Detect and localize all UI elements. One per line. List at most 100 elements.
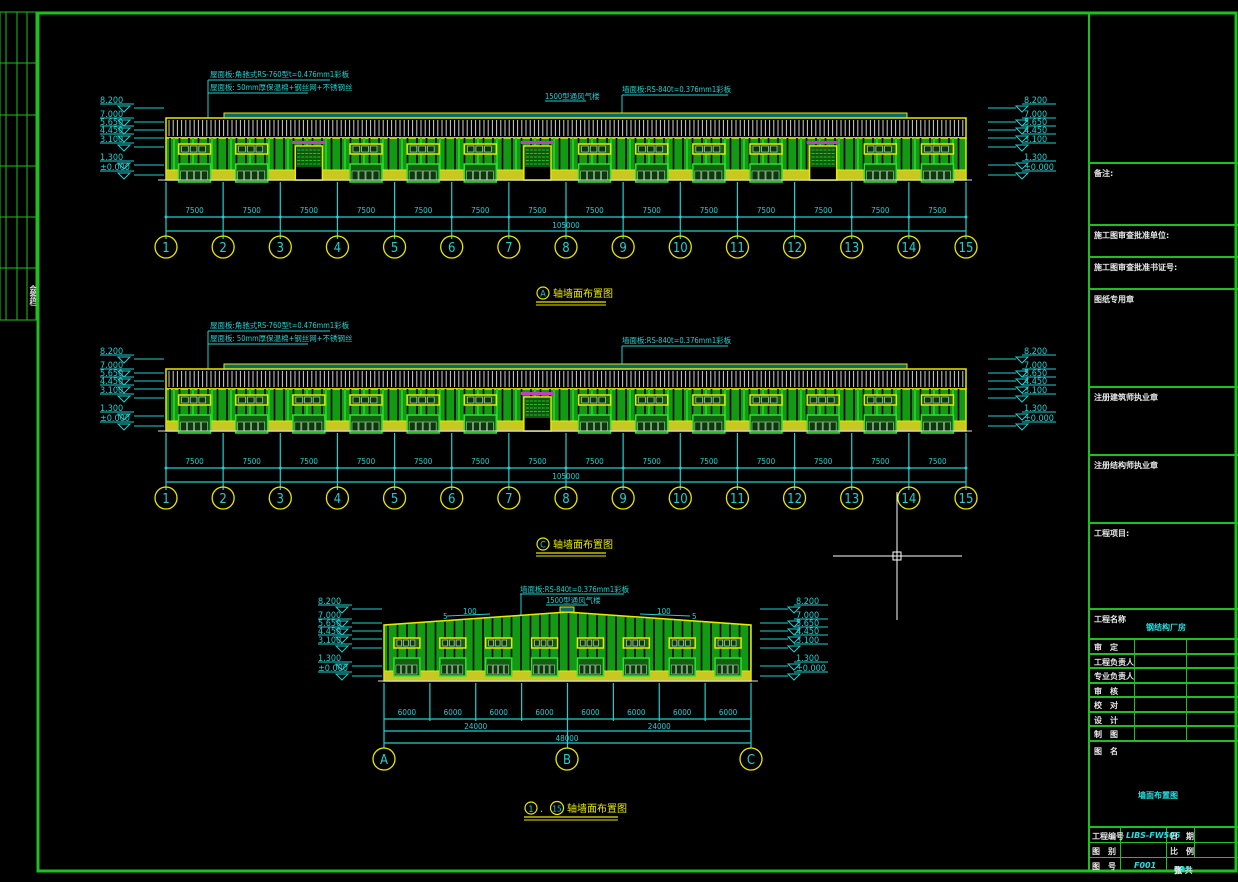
project-no-label: 工程编号	[1092, 832, 1124, 841]
level-triangle	[1014, 162, 1030, 170]
window-pane	[694, 170, 702, 181]
window-pane	[258, 421, 265, 432]
window-pane	[809, 396, 818, 404]
window-pane	[808, 421, 816, 432]
window-pane	[406, 664, 412, 675]
axis-label: 1	[162, 492, 169, 507]
insulation-note: 屋面板: 50mm厚保温棉+钢丝网+不锈钢丝	[210, 82, 353, 92]
window-pane	[447, 664, 453, 675]
window-pane	[244, 421, 251, 432]
drawing-no-value: F001	[1134, 861, 1157, 870]
window-pane	[887, 421, 894, 432]
spacing-label: 7500	[871, 457, 890, 466]
window-pane	[601, 170, 608, 181]
spacing-label: 6000	[627, 708, 646, 717]
window-pane	[694, 421, 702, 432]
axis-label: 12	[787, 492, 802, 507]
sheet-total-label: 张 共	[1174, 866, 1193, 875]
window-pane	[180, 170, 187, 181]
window-pane	[639, 639, 645, 647]
level-triangle	[786, 645, 802, 653]
window-pane	[941, 145, 949, 153]
drawing-no-label: 图 号	[1092, 862, 1116, 871]
window-pane	[255, 145, 264, 153]
level-triangle	[1014, 413, 1030, 421]
level-label: ±0.000	[1024, 414, 1054, 424]
window-pane	[827, 396, 835, 404]
axis-bubble	[497, 486, 521, 510]
role-label: 审 定	[1094, 643, 1118, 652]
spacing-label: 7500	[757, 206, 776, 215]
window-pane	[415, 421, 423, 432]
window-pane	[247, 396, 255, 404]
title-axis-bubble	[549, 800, 565, 816]
window-pane	[301, 421, 309, 432]
window-pane	[930, 421, 937, 432]
level-triangle	[1014, 378, 1030, 386]
window-pane	[538, 664, 544, 675]
axis-bubble	[497, 235, 521, 259]
window-pane	[671, 639, 678, 647]
window-pane	[475, 145, 483, 153]
axis-label: 9	[619, 241, 626, 256]
window-pane	[655, 396, 664, 404]
approval-cert-label: 施工图审查批准书证号:	[1094, 263, 1178, 272]
window-pane	[712, 396, 721, 404]
title-axis-bubble	[536, 537, 550, 551]
axis-label: 10	[673, 492, 688, 507]
axis-label: 7	[505, 492, 512, 507]
role-label: 审 核	[1094, 686, 1118, 696]
window-pane	[251, 170, 258, 181]
level-label: 8.200	[318, 597, 341, 607]
vent-note: 1500型通风气楼	[546, 595, 601, 605]
window-pane	[866, 145, 875, 153]
level-triangle	[786, 673, 802, 681]
window-pane	[884, 396, 892, 404]
window-pane	[708, 421, 716, 432]
window-pane	[181, 396, 189, 404]
level-triangle	[116, 370, 132, 378]
parapet-band	[165, 117, 967, 139]
axis-label: 3	[277, 241, 284, 256]
level-label: 8.200	[100, 347, 123, 357]
level-label: 5.650	[1024, 118, 1047, 128]
level-triangle	[1014, 370, 1030, 378]
axis-label: 8	[562, 492, 569, 507]
level-label: 1.300	[100, 153, 123, 163]
window-pane	[312, 396, 321, 404]
window-pane	[772, 170, 780, 181]
role-row: 制 图	[1090, 725, 1238, 741]
axis-bubble	[554, 486, 578, 510]
total-length-label: 105000	[552, 221, 580, 230]
spacing-label: 7500	[585, 457, 604, 466]
window-pane	[923, 421, 930, 432]
window-pane	[658, 421, 665, 432]
axis-label: B	[563, 753, 571, 768]
window-pane	[495, 639, 501, 647]
window-pane	[189, 145, 198, 153]
window-pane	[637, 421, 644, 432]
title-axis-label: A	[540, 290, 546, 300]
axis-label: 5	[391, 492, 398, 507]
window-pane	[581, 396, 589, 404]
level-label: 8.200	[1024, 347, 1047, 357]
window-pane	[678, 639, 684, 647]
spacing-label: 7500	[700, 206, 719, 215]
window-pane	[701, 421, 709, 432]
window-pane	[365, 170, 373, 181]
level-label: 7.000	[100, 110, 123, 120]
window-pane	[408, 421, 416, 432]
axis-label: 4	[334, 241, 341, 256]
window-pane	[944, 170, 951, 181]
level-label: 4.450	[100, 126, 123, 136]
window-pane	[937, 421, 944, 432]
window-pane	[873, 421, 880, 432]
axis-bubble	[840, 486, 864, 510]
level-triangle	[116, 386, 132, 394]
ridge-vent	[559, 606, 575, 613]
window-pane	[761, 396, 769, 404]
axis-bubble	[268, 235, 292, 259]
title-axis-bubble	[536, 286, 550, 300]
window-pane	[180, 421, 187, 432]
